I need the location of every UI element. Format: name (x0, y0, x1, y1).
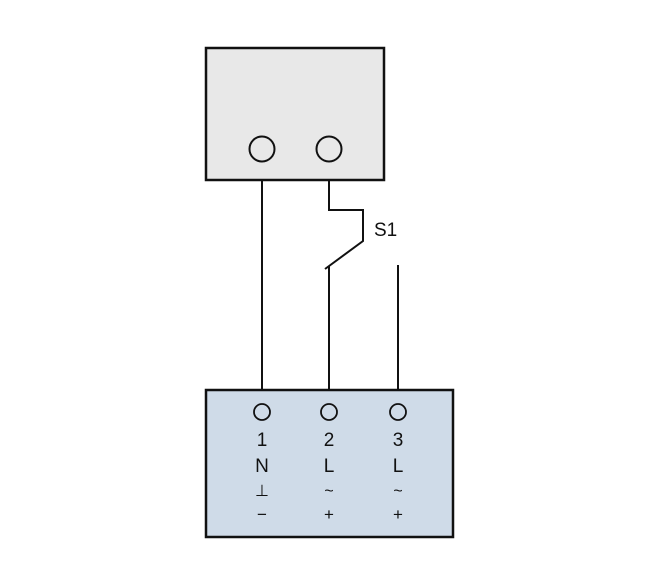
device-terminal-1 (248, 135, 276, 163)
terminal-number: 3 (393, 430, 404, 451)
switch-wire-upper (324, 180, 364, 270)
terminal-screw (320, 403, 338, 421)
terminal-number: 2 (324, 430, 335, 451)
terminal-screw (253, 403, 271, 421)
terminal-type: L (324, 456, 335, 477)
terminal-1: 1 N ⊥ − (253, 403, 271, 524)
terminal-type: N (255, 456, 269, 477)
terminal-block (204, 388, 455, 539)
device-box (204, 46, 386, 182)
terminal-polarity: − (257, 505, 267, 524)
switch-label: S1 (374, 220, 397, 241)
terminal-symbol: ⊥ (255, 483, 269, 500)
terminal-3: 3 L ~ + (389, 403, 407, 524)
terminal-type: L (393, 456, 404, 477)
terminal-symbol: ~ (324, 483, 333, 500)
terminal-polarity: + (324, 505, 334, 524)
terminal-2: 2 L ~ + (320, 403, 338, 524)
terminal-symbol: ~ (393, 483, 402, 500)
terminal-polarity: + (393, 505, 403, 524)
terminal-number: 1 (257, 430, 268, 451)
terminal-screw (389, 403, 407, 421)
device-terminal-2 (315, 135, 343, 163)
